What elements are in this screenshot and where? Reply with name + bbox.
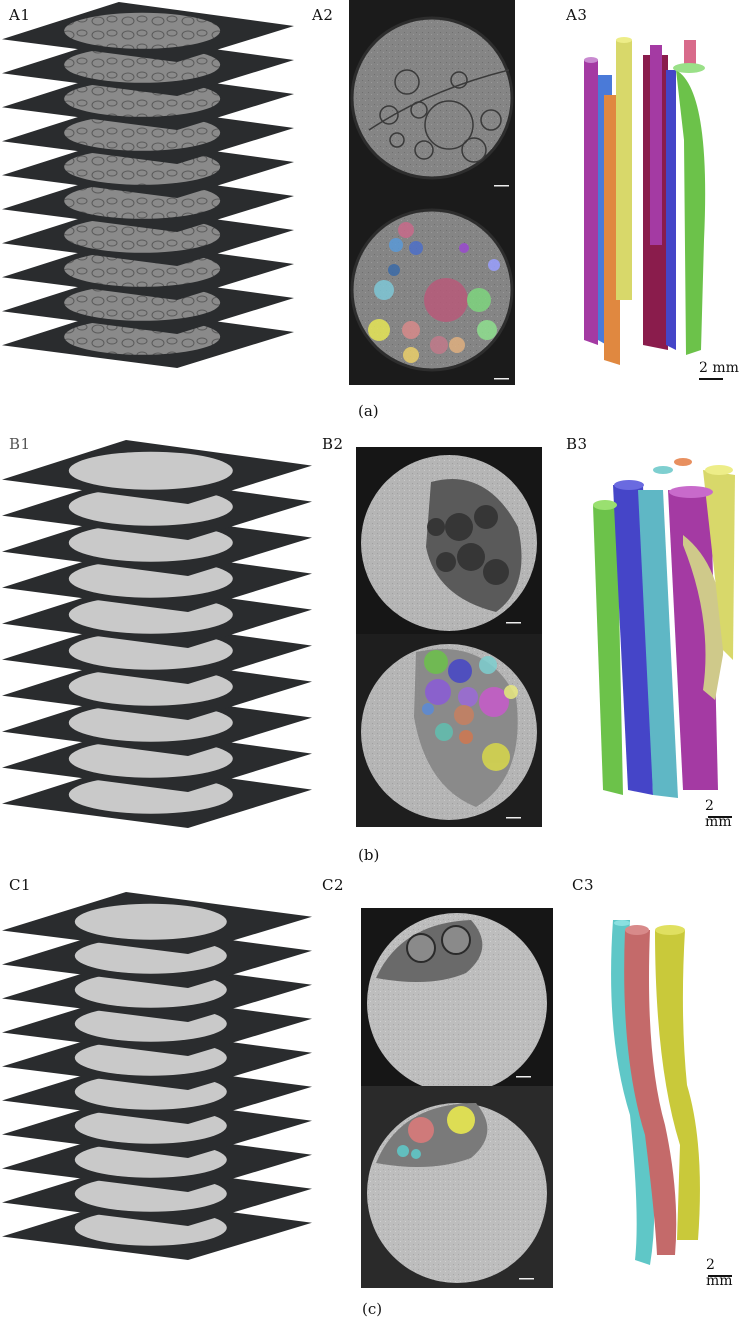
micrograph-a2 (349, 0, 515, 385)
scale-label-c: 2 mm (706, 1257, 733, 1289)
caption-b: (b) (358, 846, 380, 864)
micrograph-b2 (356, 447, 542, 827)
panel-label-b1: B1 (9, 435, 31, 453)
scale-label-b: 2 mm (705, 798, 732, 830)
panel-label-a2: A2 (312, 6, 334, 24)
scale-bar-c (708, 1275, 732, 1277)
fascicle-render-a3 (584, 37, 706, 365)
slice-stack-c1 (2, 892, 312, 1260)
fascicle-render-c3 (611, 920, 700, 1265)
slice-stack-a1 (2, 2, 294, 368)
slice-section (74, 903, 227, 940)
panel-label-a1: A1 (9, 6, 31, 24)
slice-section (64, 12, 221, 49)
panel-label-c1: C1 (9, 876, 32, 894)
caption-c: (c) (362, 1300, 383, 1318)
slice-section (68, 451, 233, 490)
scale-bar-b (708, 816, 732, 818)
panel-label-c3: C3 (572, 876, 595, 894)
micrograph-c2 (361, 908, 553, 1288)
panel-label-b3: B3 (566, 435, 588, 453)
fascicle-render-b3 (593, 458, 735, 798)
caption-a: (a) (358, 402, 379, 420)
panel-label-a3: A3 (566, 6, 588, 24)
panel-label-c2: C2 (322, 876, 345, 894)
scale-label-a: 2 mm (699, 360, 739, 376)
scale-bar-a (699, 378, 723, 380)
panel-label-b2: B2 (322, 435, 344, 453)
slice-stack-b1 (2, 440, 312, 828)
